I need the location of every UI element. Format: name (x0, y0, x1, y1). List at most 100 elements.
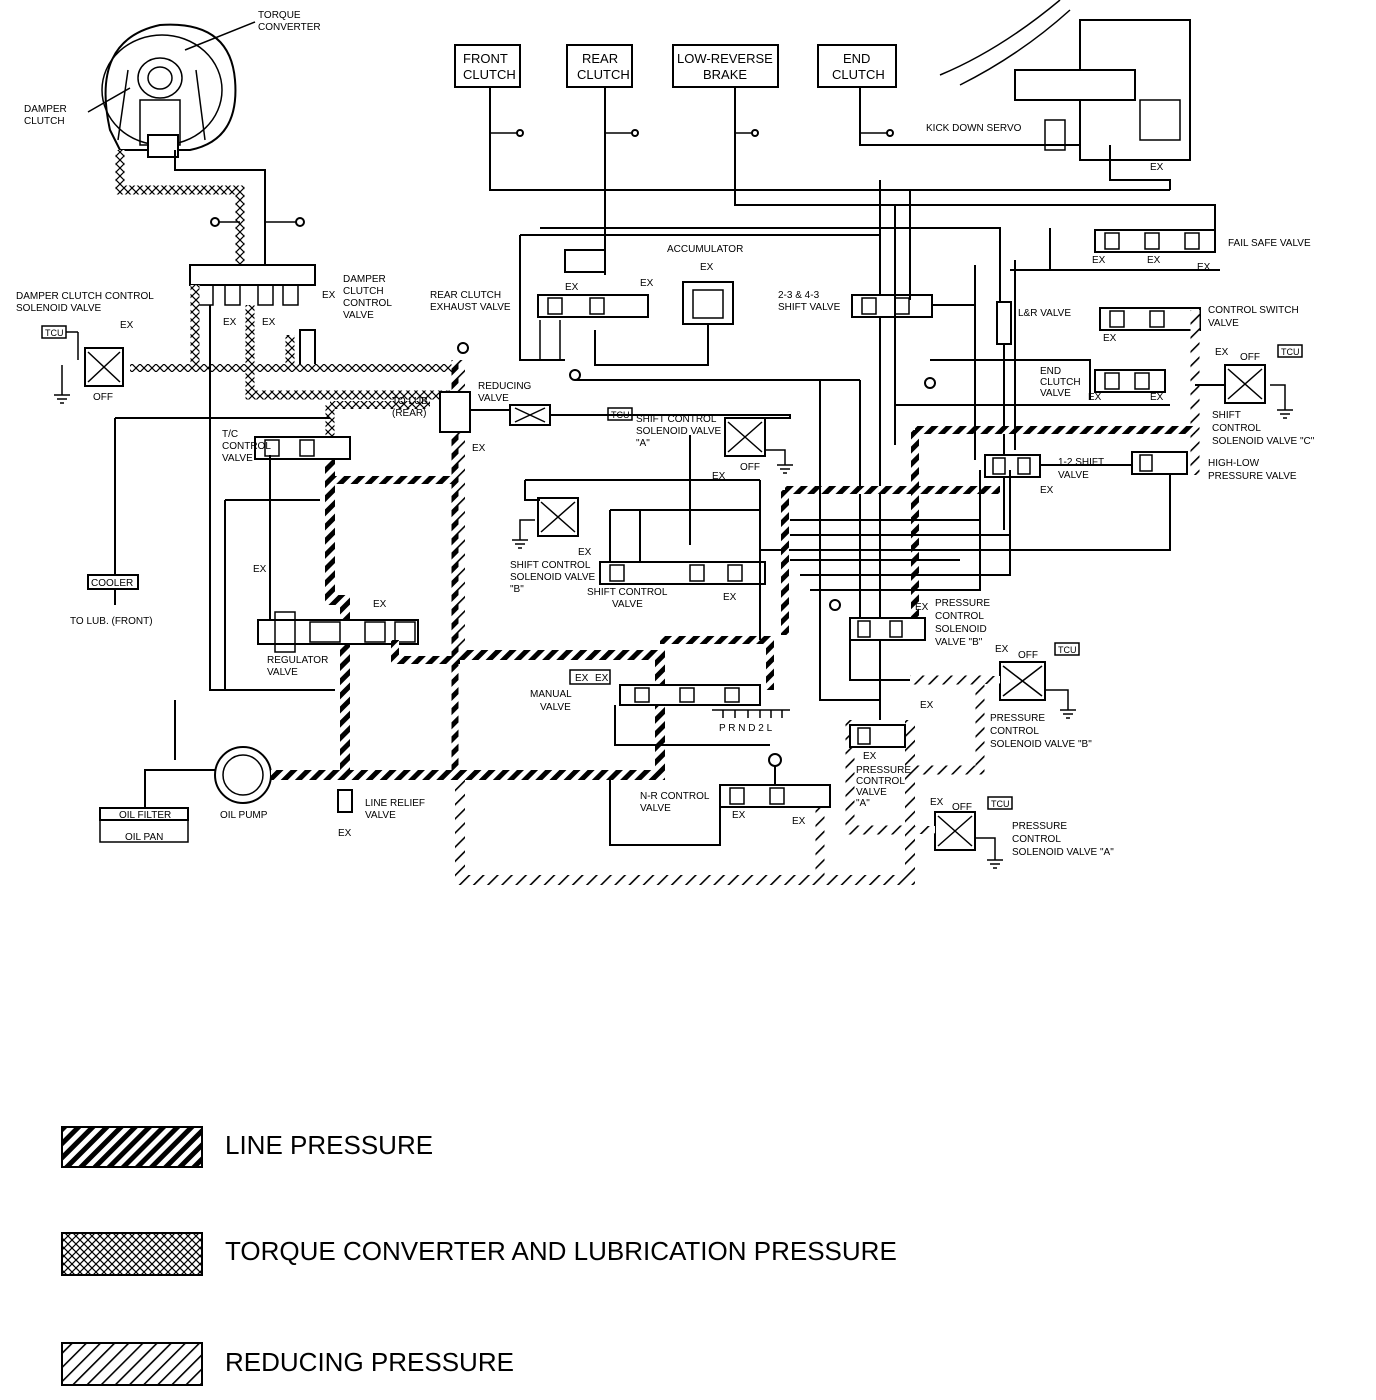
end-clutch-box: END CLUTCH (817, 44, 897, 88)
ex-label: EX (1040, 485, 1054, 496)
ex-label: EX (373, 599, 387, 610)
ex-label: EX (723, 592, 737, 603)
ex-label: EX (712, 471, 726, 482)
pressure-control-solenoid-b (999, 661, 1046, 701)
ex-label: EX (920, 700, 934, 711)
tcu-label: TCU (991, 799, 1010, 809)
legend-swatch-torque (61, 1232, 203, 1276)
line-relief-valve-label: LINE RELIEF VALVE (365, 798, 428, 821)
torque-converter-label: TORQUE CONVERTER (258, 10, 321, 33)
oil-pan-box (99, 819, 189, 843)
svg-text:FRONT CLUTCH: FRONT CLUTCH (463, 51, 516, 82)
shift-control-solenoid-c (1224, 364, 1266, 404)
shift-valve-1-2 (984, 454, 1041, 478)
off-label: OFF (1240, 352, 1260, 363)
end-clutch-valve (1094, 369, 1166, 393)
shift-control-solenoid-c-label: SHIFT CONTROL SOLENOID VALVE "C" (1212, 410, 1315, 447)
legend-label: REDUCING PRESSURE (225, 1347, 514, 1377)
svg-text:LOW-REVERSE BRAKE: LOW-REVERSE BRAKE (677, 51, 776, 82)
accumulator-label: ACCUMULATOR (667, 244, 743, 255)
ex-label: EX (863, 751, 877, 762)
ex-label: EX (700, 262, 714, 273)
kick-down-servo-label: KICK DOWN SERVO (926, 123, 1022, 134)
rear-clutch-exhaust-valve-label: REAR CLUTCH EXHAUST VALVE (430, 290, 511, 313)
ex-label: EX (262, 317, 276, 328)
shift-control-valve (599, 561, 766, 585)
shift-control-solenoid-a (724, 417, 766, 457)
ex-label: EX (1103, 333, 1117, 344)
damper-clutch-control-valve (189, 264, 316, 306)
to-lub-rear-label: TO LUB. (REAR) (392, 396, 434, 419)
damper-clutch-control-solenoid-label: DAMPER CLUTCH CONTROL SOLENOID VALVE (16, 291, 156, 314)
legend-item-line-pressure: LINE PRESSURE (61, 1126, 433, 1168)
damper-clutch-label: DAMPER CLUTCH (24, 104, 70, 127)
svg-text:END CLUTCH: END CLUTCH (832, 51, 885, 82)
ex-label: EX (1147, 255, 1161, 266)
legend-swatch-reducing (61, 1342, 203, 1386)
cooler-label: COOLER (91, 578, 133, 589)
oil-pump-label: OIL PUMP (220, 810, 268, 821)
accumulator (682, 281, 734, 325)
rear-clutch-box: REAR CLUTCH (566, 44, 633, 88)
shift-control-solenoid-a-label: SHIFT CONTROL SOLENOID VALVE "A" (636, 414, 724, 449)
rear-clutch-exhaust-valve (537, 249, 649, 318)
ex-label: EX (1088, 392, 1102, 403)
legend: LINE PRESSURE TORQUE CONVERTER AND LUBRI… (61, 1126, 897, 1386)
fail-safe-valve-label: FAIL SAFE VALVE (1228, 238, 1311, 249)
manual-valve (569, 669, 761, 706)
ex-label: EX (575, 673, 589, 684)
control-switch-valve-label: CONTROL SWITCH VALVE (1208, 305, 1302, 329)
manual-valve-label: MANUAL VALVE (530, 689, 574, 713)
front-clutch-box: FRONT CLUTCH (454, 44, 521, 88)
ex-label: EX (322, 290, 336, 301)
shift-valve-2-3-4-3 (851, 294, 933, 318)
tc-control-valve-label: T/C CONTROL VALVE (222, 429, 273, 464)
damper-clutch-control-valve-label: DAMPER CLUTCH CONTROL VALVE (343, 274, 394, 321)
tcu-label: TCU (45, 328, 64, 338)
shift-control-solenoid-b (537, 497, 579, 537)
ex-label: EX (1215, 347, 1229, 358)
control-switch-valve (1099, 307, 1201, 331)
ex-label: EX (223, 317, 237, 328)
ex-label: EX (1150, 392, 1164, 403)
ex-label: EX (1197, 262, 1211, 273)
ex-label: EX (578, 547, 592, 558)
regulator-valve-label: REGULATOR VALVE (267, 655, 331, 678)
gear-positions-label: P R N D 2 L (719, 723, 773, 734)
pressure-control-solenoid-b-lower-label: PRESSURE CONTROL SOLENOID VALVE "B" (990, 713, 1092, 750)
ex-label: EX (472, 443, 486, 454)
reducing-valve (439, 391, 551, 433)
ex-label: EX (338, 828, 352, 839)
ex-label: EX (915, 602, 929, 613)
shift-valve-2-3-4-3-label: 2-3 & 4-3 SHIFT VALVE (778, 290, 841, 313)
line-relief-valve (337, 789, 353, 813)
torque-converter (101, 23, 237, 158)
oil-filter-label: OIL FILTER (119, 810, 171, 821)
end-clutch-valve-label: END CLUTCH VALVE (1040, 366, 1083, 399)
ex-label: EX (253, 564, 267, 575)
tc-control-valve (254, 436, 351, 460)
shift-control-valve-label: SHIFT CONTROL VALVE (587, 587, 670, 610)
pressure-control-solenoid-b-upper-label: PRESSURE CONTROL SOLENOID VALVE "B" (935, 598, 993, 648)
tcu-label: TCU (1281, 347, 1300, 357)
shift-valve-1-2-label: 1-2 SHIFT VALVE (1058, 457, 1107, 481)
ex-label: EX (120, 320, 134, 331)
off-label: OFF (1018, 650, 1038, 661)
kick-down-servo (939, 0, 1191, 161)
lr-valve (996, 301, 1012, 345)
ex-label: EX (792, 816, 806, 827)
to-lub-front-label: TO LUB. (FRONT) (70, 616, 153, 627)
tcu-label: TCU (1058, 645, 1077, 655)
fail-safe-valve (1094, 229, 1216, 253)
tcu-box (987, 796, 1013, 810)
pressure-control-valve-a-label: PRESSURE CONTROL VALVE "A" (856, 765, 914, 809)
ex-label: EX (640, 278, 654, 289)
ex-label: EX (930, 797, 944, 808)
ex-label: EX (1150, 162, 1164, 173)
oil-pan-label: OIL PAN (125, 832, 163, 843)
svg-text:REAR CLUTCH: REAR CLUTCH (577, 51, 630, 82)
legend-label: LINE PRESSURE (225, 1130, 433, 1160)
legend-swatch-line (61, 1126, 203, 1168)
low-reverse-brake-box: LOW-REVERSE BRAKE (672, 44, 779, 88)
pressure-control-solenoid-b-valve (849, 617, 926, 641)
